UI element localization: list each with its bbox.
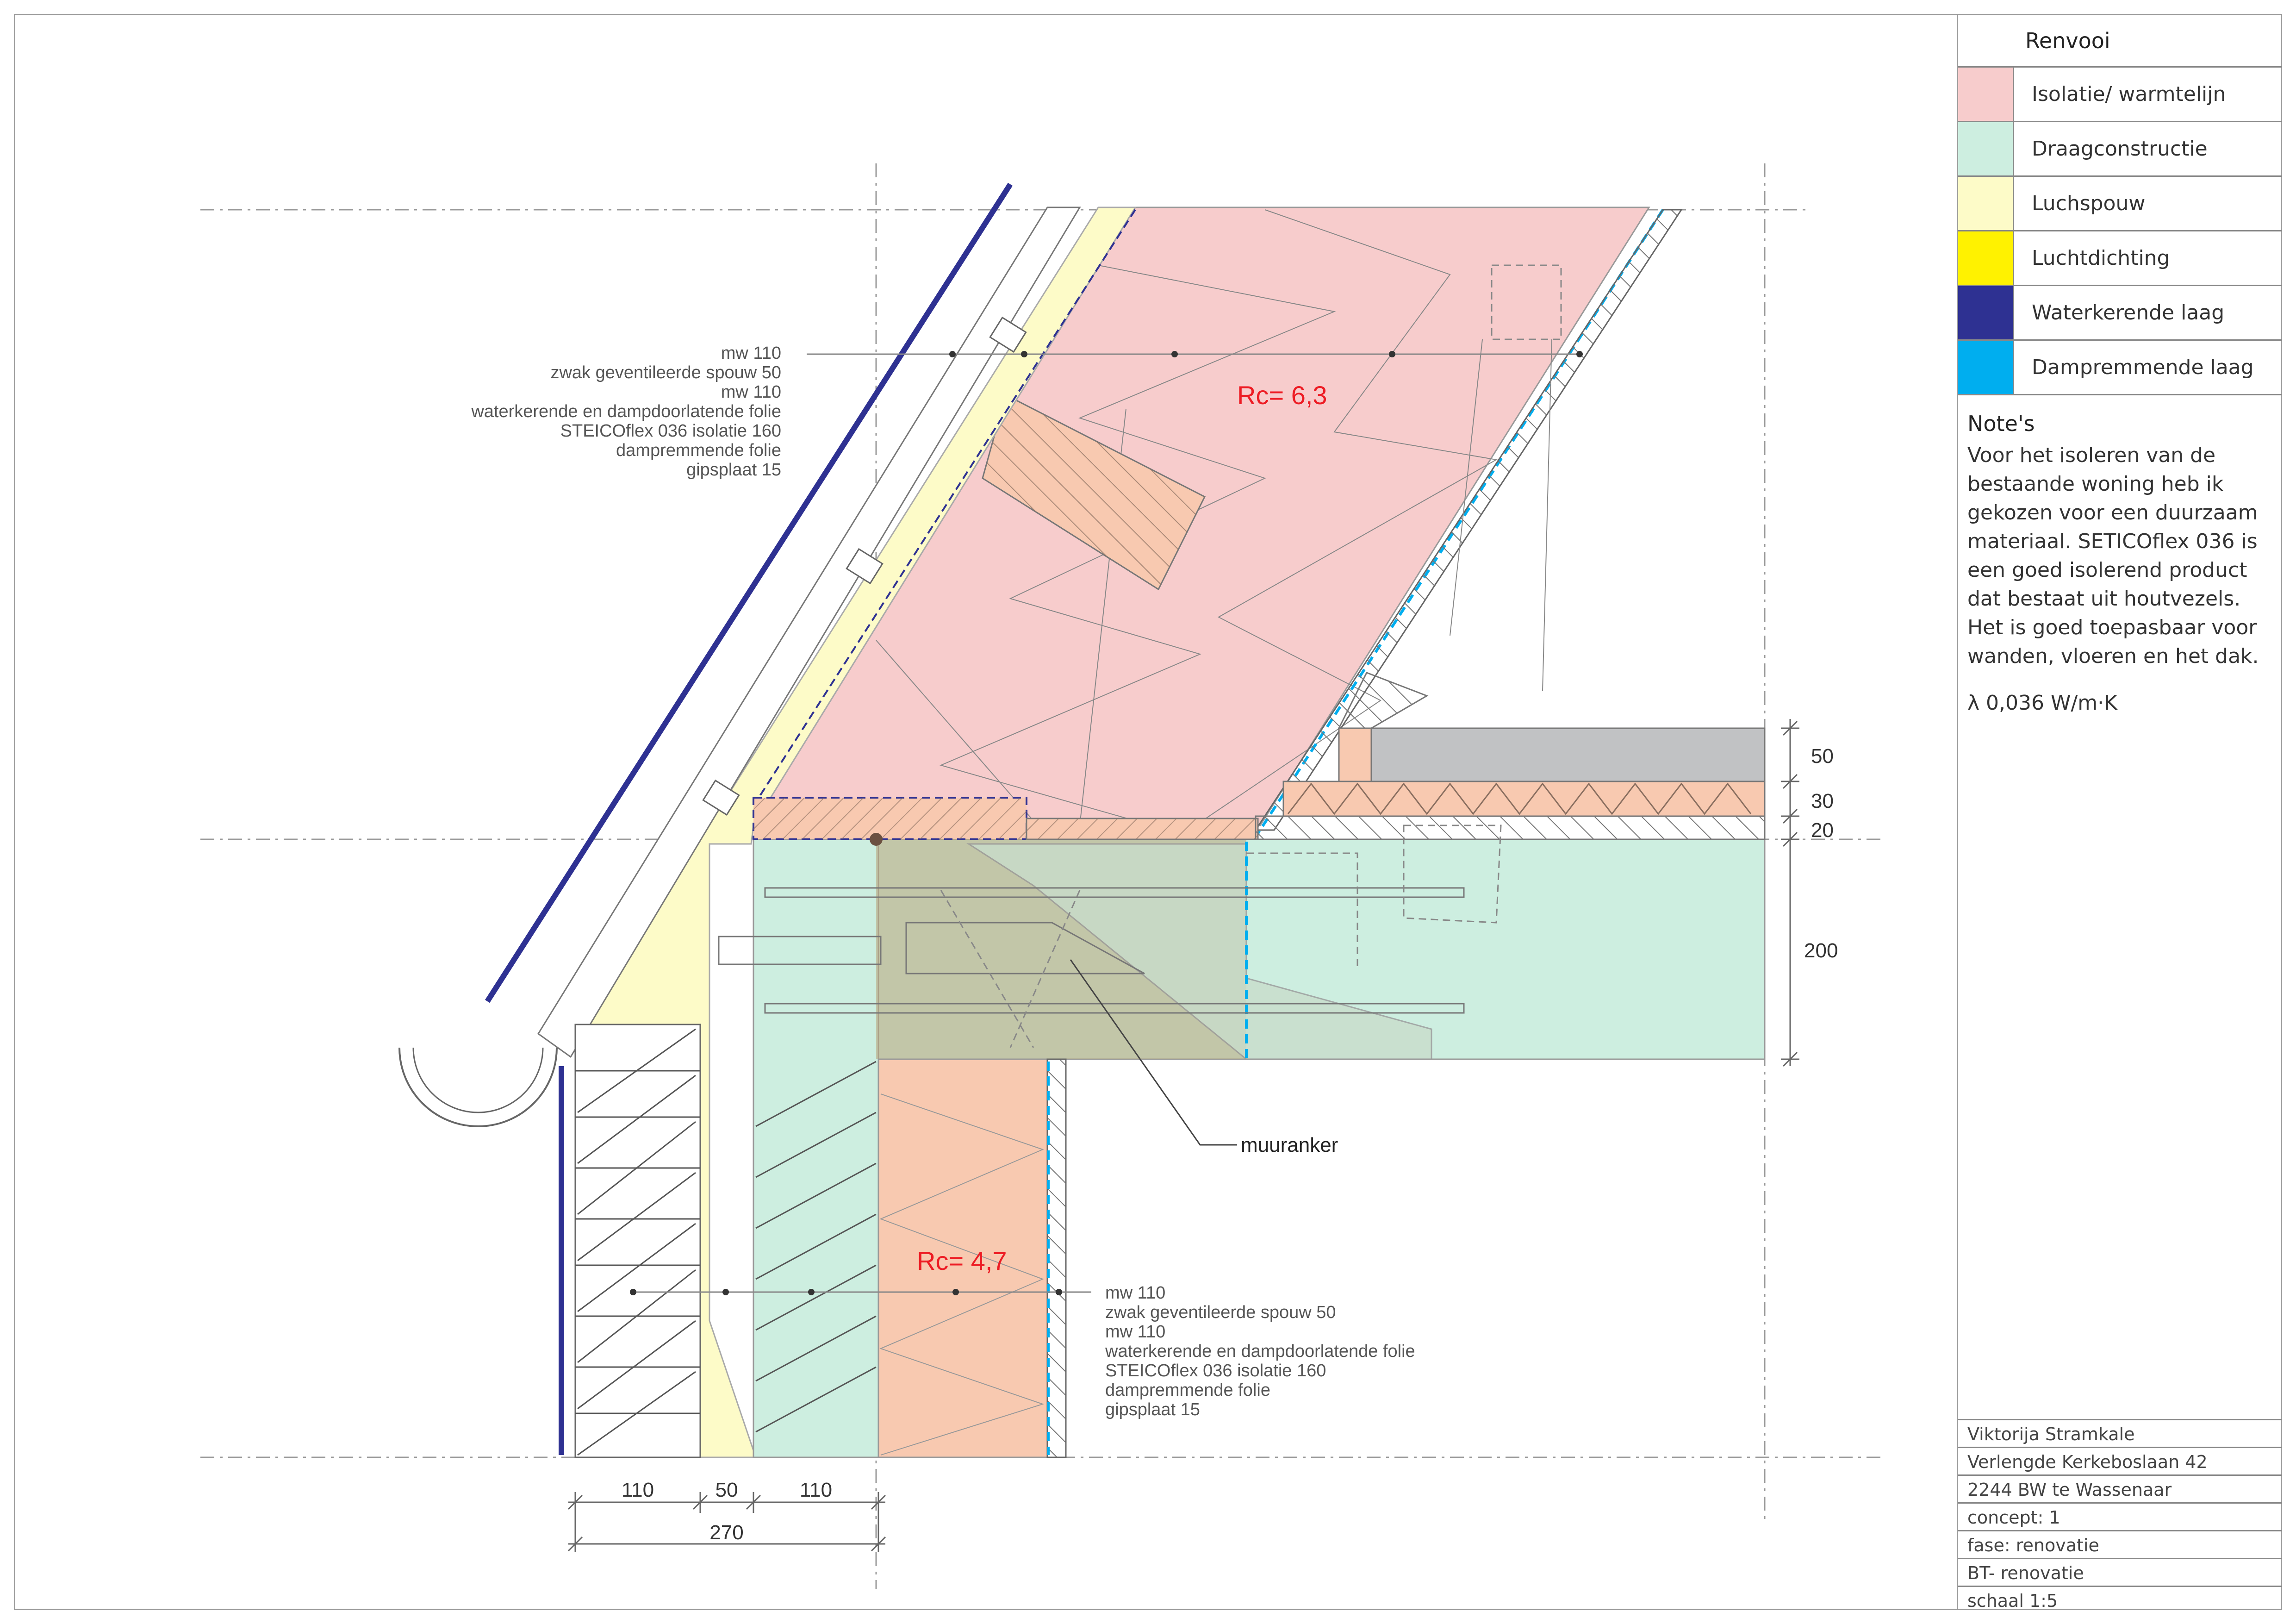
notes-text: Voor het isoleren van de bestaande wonin… bbox=[1967, 443, 2259, 668]
roof-water-barrier bbox=[485, 182, 1013, 1003]
legend-swatch bbox=[1958, 286, 2013, 339]
svg-text:STEICOflex 036 isolatie 160: STEICOflex 036 isolatie 160 bbox=[560, 421, 781, 441]
legend-item-dampremmende-laag: Dampremmende laag bbox=[1958, 339, 2282, 395]
legend-label: Luchtdichting bbox=[2013, 231, 2282, 285]
outer-brick-wall bbox=[574, 1024, 701, 1458]
svg-text:50: 50 bbox=[1811, 745, 1834, 768]
svg-text:mw 110: mw 110 bbox=[1105, 1283, 1165, 1303]
legend-swatch bbox=[1958, 122, 2013, 175]
bottom-dimension-labels: 110 50 110 270 bbox=[622, 1479, 832, 1544]
lambda-value: λ 0,036 W/m·K bbox=[1967, 691, 2118, 715]
right-dimension-labels: 50 30 20 200 bbox=[1804, 745, 1838, 962]
roof-inner-membrane bbox=[755, 209, 1136, 803]
legend-item-isolatie: Isolatie/ warmtelijn bbox=[1958, 66, 2282, 121]
legend-title: Renvooi bbox=[2025, 28, 2110, 53]
legend-label: Waterkerende laag bbox=[2013, 286, 2282, 339]
svg-text:50: 50 bbox=[716, 1479, 738, 1501]
legend-label: Dampremmende laag bbox=[2013, 341, 2282, 394]
wall-anchor-rods bbox=[718, 887, 1465, 1014]
svg-text:110: 110 bbox=[800, 1479, 832, 1501]
floor-finish-50 bbox=[1370, 727, 1766, 782]
roof-battens bbox=[702, 316, 1027, 816]
svg-text:gipsplaat 15: gipsplaat 15 bbox=[686, 460, 781, 480]
svg-text:dampremmende folie: dampremmende folie bbox=[1105, 1380, 1270, 1400]
title-block-course: BT- renovatie bbox=[1958, 1558, 2282, 1586]
bottom-dimensions bbox=[567, 1492, 886, 1552]
title-block-author: Viktorija Stramkale bbox=[1958, 1419, 2282, 1447]
right-dimensions bbox=[1781, 719, 1799, 1067]
outer-brick-courses bbox=[575, 1028, 700, 1456]
svg-text:mw 110: mw 110 bbox=[721, 344, 781, 363]
construction-detail-drawing: Rc= 6,3 Rc= 4,7 muuranker mw 110 zwak ge… bbox=[15, 15, 1957, 1609]
legend-swatch bbox=[1958, 341, 2013, 394]
svg-text:30: 30 bbox=[1811, 790, 1834, 812]
legend-label: Isolatie/ warmtelijn bbox=[2013, 68, 2282, 121]
svg-text:zwak geventileerde spouw 50: zwak geventileerde spouw 50 bbox=[1105, 1303, 1336, 1322]
drawing-frame bbox=[14, 14, 2282, 1610]
roof-rc-label: Rc= 6,3 bbox=[1237, 381, 1327, 410]
svg-text:waterkerende en dampdoorlatend: waterkerende en dampdoorlatende folie bbox=[471, 402, 781, 421]
svg-text:gipsplaat 15: gipsplaat 15 bbox=[1105, 1400, 1200, 1419]
svg-text:waterkerende en dampdoorlatend: waterkerende en dampdoorlatende folie bbox=[1105, 1342, 1415, 1361]
wall-layer-labels: mw 110 zwak geventileerde spouw 50 mw 11… bbox=[1105, 1283, 1415, 1419]
notes-title: Note's bbox=[1967, 411, 2035, 436]
svg-text:200: 200 bbox=[1804, 939, 1838, 962]
legend-item-luchspouw: Luchspouw bbox=[1958, 175, 2282, 230]
dashed-connectors bbox=[940, 264, 1562, 1048]
anchor-label: muuranker bbox=[1241, 1134, 1338, 1156]
svg-text:dampremmende folie: dampremmende folie bbox=[616, 441, 781, 460]
legend-item-draagconstructie: Draagconstructie bbox=[1958, 121, 2282, 175]
legend-swatch bbox=[1958, 231, 2013, 285]
legend-swatch bbox=[1958, 68, 2013, 121]
legend-item-waterkerende-laag: Waterkerende laag bbox=[1958, 285, 2282, 339]
svg-text:270: 270 bbox=[709, 1521, 743, 1544]
title-block-concept: concept: 1 bbox=[1958, 1502, 2282, 1530]
legend-swatch bbox=[1958, 177, 2013, 230]
svg-text:zwak geventileerde spouw 50: zwak geventileerde spouw 50 bbox=[550, 363, 781, 382]
wall-load-bearing bbox=[753, 838, 879, 1458]
roof-layer-labels: mw 110 zwak geventileerde spouw 50 mw 11… bbox=[471, 344, 781, 480]
legend-label: Draagconstructie bbox=[2013, 122, 2282, 175]
anchor-leader bbox=[1070, 959, 1237, 1146]
legend-label: Luchspouw bbox=[2013, 177, 2282, 230]
rafter-support bbox=[1338, 672, 1429, 729]
svg-text:mw 110: mw 110 bbox=[1105, 1322, 1165, 1342]
svg-text:mw 110: mw 110 bbox=[721, 382, 781, 402]
title-block-scale: schaal 1:5 bbox=[1958, 1586, 2282, 1611]
wall-plasterboard bbox=[1046, 1058, 1067, 1458]
svg-text:110: 110 bbox=[622, 1479, 654, 1501]
floor-batten bbox=[1338, 727, 1372, 782]
floor-layer-20 bbox=[1255, 815, 1766, 840]
wall-insulation bbox=[877, 1058, 1048, 1458]
wall-load-bearing-hatch bbox=[755, 1061, 877, 1433]
gutter bbox=[398, 1047, 558, 1127]
wall-rc-label: Rc= 4,7 bbox=[917, 1246, 1007, 1275]
roof-tile-layer bbox=[537, 206, 1081, 1058]
title-block-address: Verlengde Kerkeboslaan 42 bbox=[1958, 1447, 2282, 1474]
title-block-postcode: 2244 BW te Wassenaar bbox=[1958, 1474, 2282, 1502]
svg-text:20: 20 bbox=[1811, 819, 1834, 842]
sidebar: Renvooi Isolatie/ warmtelijn Draagconstr… bbox=[1957, 15, 2282, 1611]
svg-text:STEICOflex 036 isolatie 160: STEICOflex 036 isolatie 160 bbox=[1105, 1361, 1326, 1380]
title-block-phase: fase: renovatie bbox=[1958, 1530, 2282, 1558]
legend-item-luchtdichting: Luchtdichting bbox=[1958, 230, 2282, 285]
